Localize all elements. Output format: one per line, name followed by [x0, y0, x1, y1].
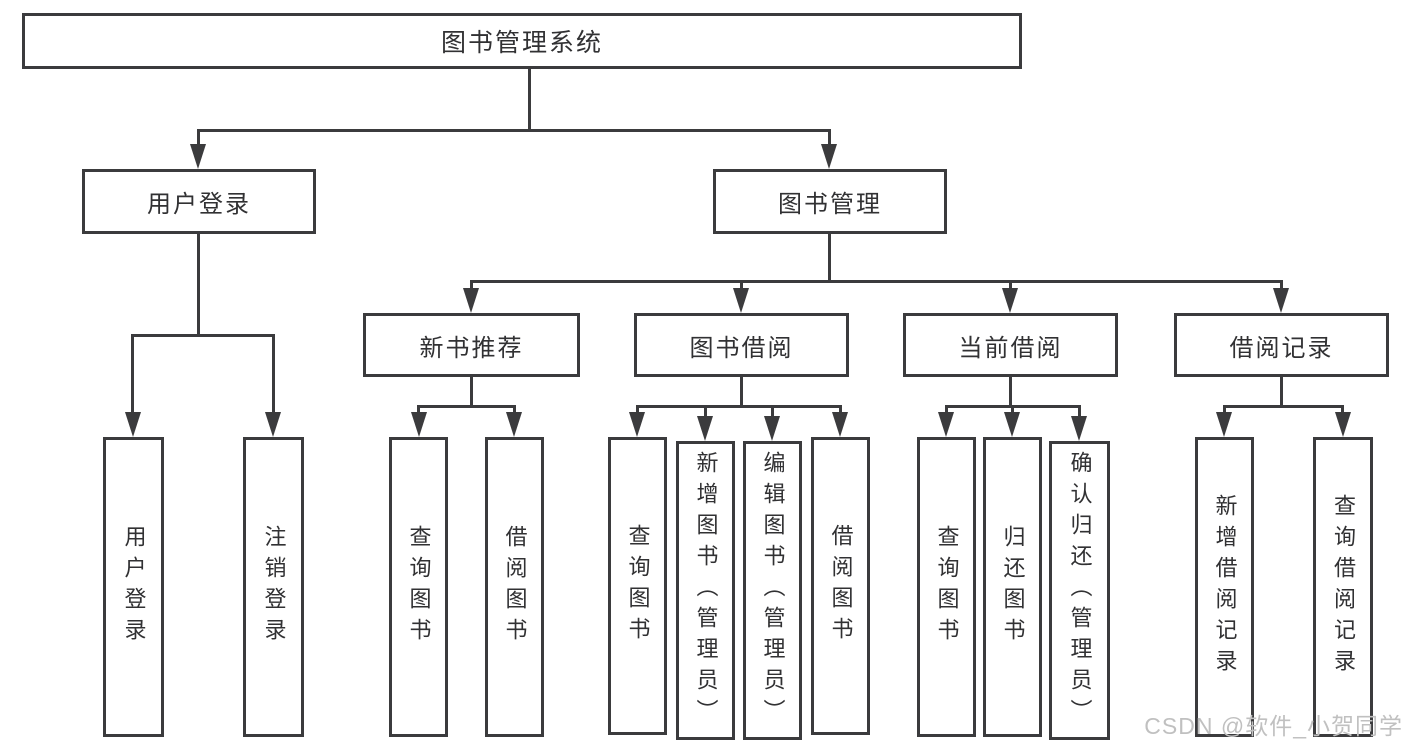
- node-borrowing-records-label: 借阅记录: [1229, 334, 1334, 362]
- connector-stem: [771, 405, 774, 422]
- leaf-query-borrow-record-label: 查询借阅记录: [1331, 494, 1356, 680]
- leaf-query-books-recommend-label: 查询图书: [406, 525, 432, 649]
- node-library-system-label: 图书管理系统: [440, 29, 603, 57]
- node-current-borrowing: 当前借阅: [903, 313, 1118, 377]
- node-current-borrowing-label: 当前借阅: [958, 334, 1063, 362]
- leaf-query-books-borrow-label: 查询图书: [625, 524, 651, 648]
- connector-stem: [1009, 280, 1012, 294]
- connector-stem: [1011, 405, 1014, 418]
- arrowhead-down-icon: [463, 288, 479, 313]
- leaf-return-books: 归还图书: [983, 437, 1042, 737]
- arrowhead-down-icon: [1004, 412, 1020, 437]
- connector-stem: [470, 280, 473, 294]
- arrowhead-down-icon: [265, 412, 281, 437]
- arrowhead-down-icon: [190, 144, 206, 169]
- leaf-query-books-current: 查询图书: [917, 437, 976, 737]
- connector-stem: [131, 334, 134, 418]
- arrowhead-down-icon: [764, 416, 780, 441]
- node-user-login-label: 用户登录: [147, 191, 251, 218]
- arrowhead-down-icon: [125, 412, 141, 437]
- arrowhead-down-icon: [1216, 412, 1232, 437]
- leaf-query-books-borrow: 查询图书: [608, 437, 667, 735]
- connector-stem: [636, 405, 639, 418]
- arrowhead-down-icon: [629, 412, 645, 437]
- leaf-query-books-current-label: 查询图书: [934, 525, 960, 649]
- node-new-book-recommend-label: 新书推荐: [419, 334, 524, 362]
- connector-stem: [272, 334, 275, 418]
- leaf-user-login-label: 用户登录: [121, 525, 147, 649]
- node-borrowing-records: 借阅记录: [1174, 313, 1389, 377]
- arrowhead-down-icon: [821, 144, 837, 169]
- node-book-management: 图书管理: [713, 169, 947, 234]
- connector-user-login-stub: [197, 233, 200, 337]
- connector-stem: [704, 405, 707, 422]
- connector-user-login-rail: [131, 334, 275, 337]
- connector-group-rail: [636, 405, 842, 408]
- node-book-borrowing-label: 图书借阅: [689, 334, 794, 362]
- leaf-query-borrow-record: 查询借阅记录: [1313, 437, 1373, 737]
- leaf-add-books-admin-label: 新增图书（管理员）: [693, 451, 719, 730]
- connector-stem: [828, 129, 831, 150]
- arrowhead-down-icon: [938, 412, 954, 437]
- arrowhead-down-icon: [1002, 288, 1018, 313]
- connector-stem: [1341, 405, 1344, 418]
- connector-stem: [197, 129, 200, 150]
- connector-stem: [945, 405, 948, 418]
- connector-group-rail: [1223, 405, 1344, 408]
- connector-stem: [839, 405, 842, 418]
- node-user-login: 用户登录: [82, 169, 316, 234]
- arrowhead-down-icon: [697, 416, 713, 441]
- leaf-logout-label: 注销登录: [261, 525, 287, 649]
- connector-group-stub: [470, 376, 473, 408]
- connector-stem: [1223, 405, 1226, 418]
- leaf-query-books-recommend: 查询图书: [389, 437, 448, 737]
- leaf-borrow-books-label: 借阅图书: [828, 524, 854, 648]
- leaf-add-books-admin: 新增图书（管理员）: [676, 441, 735, 740]
- connector-group-stub: [740, 376, 743, 408]
- arrowhead-down-icon: [1335, 412, 1351, 437]
- leaf-borrow-books-recommend: 借阅图书: [485, 437, 544, 737]
- arrowhead-down-icon: [506, 412, 522, 437]
- connector-stem: [740, 280, 743, 294]
- connector-level2-rail: [197, 129, 831, 132]
- arrowhead-down-icon: [832, 412, 848, 437]
- connector-level3-rail: [470, 280, 1283, 283]
- leaf-confirm-return-admin: 确认归还（管理员）: [1049, 441, 1110, 740]
- leaf-logout: 注销登录: [243, 437, 304, 737]
- arrowhead-down-icon: [411, 412, 427, 437]
- connector-root-stub: [528, 68, 531, 132]
- leaf-edit-books-admin-label: 编辑图书（管理员）: [760, 451, 786, 730]
- leaf-user-login: 用户登录: [103, 437, 164, 737]
- node-library-system: 图书管理系统: [22, 13, 1022, 69]
- connector-group-stub: [1009, 376, 1012, 408]
- arrowhead-down-icon: [1071, 416, 1087, 441]
- connector-book-mgmt-stub: [828, 233, 831, 283]
- node-new-book-recommend: 新书推荐: [363, 313, 580, 377]
- connector-stem: [513, 405, 516, 418]
- connector-stem: [417, 405, 420, 418]
- connector-group-stub: [1280, 376, 1283, 408]
- leaf-borrow-books: 借阅图书: [811, 437, 870, 735]
- arrowhead-down-icon: [1273, 288, 1289, 313]
- csdn-watermark: CSDN @软件_小贺同学: [1144, 713, 1403, 739]
- arrowhead-down-icon: [733, 288, 749, 313]
- leaf-edit-books-admin: 编辑图书（管理员）: [743, 441, 802, 740]
- leaf-add-borrow-record: 新增借阅记录: [1195, 437, 1254, 737]
- connector-stem: [1078, 405, 1081, 422]
- node-book-management-label: 图书管理: [778, 191, 882, 218]
- leaf-borrow-books-recommend-label: 借阅图书: [502, 525, 528, 649]
- connector-stem: [1280, 280, 1283, 294]
- connector-group-rail: [417, 405, 516, 408]
- node-book-borrowing: 图书借阅: [634, 313, 849, 377]
- leaf-confirm-return-admin-label: 确认归还（管理员）: [1067, 451, 1093, 730]
- leaf-return-books-label: 归还图书: [1000, 525, 1026, 649]
- leaf-add-borrow-record-label: 新增借阅记录: [1212, 494, 1238, 680]
